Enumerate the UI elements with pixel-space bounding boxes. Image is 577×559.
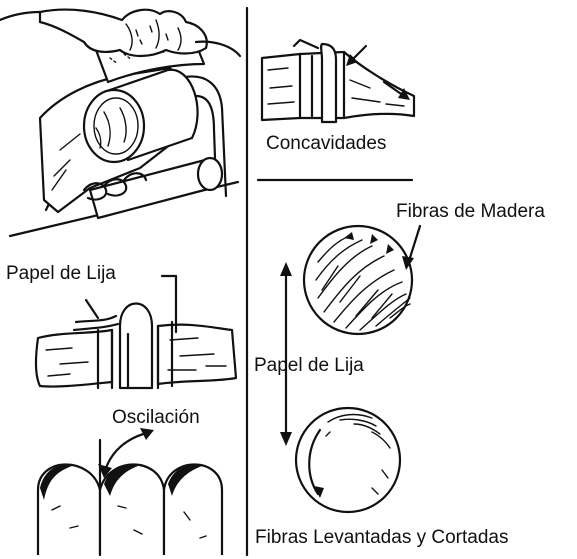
raised-fibers-drawing	[296, 408, 400, 512]
sanding-direction-arrow	[280, 262, 292, 446]
sandpaper-right-label: Papel de Lija	[254, 356, 364, 375]
sandpaper-section-drawing	[36, 276, 236, 388]
oscillation-label: Oscilación	[112, 408, 200, 427]
oscillation-drawing	[38, 428, 222, 555]
drum-sander-drawing	[0, 10, 240, 236]
wood-fibers-drawing	[304, 226, 420, 334]
concavities-label: Concavidades	[266, 134, 386, 153]
sandpaper-left-label: Papel de Lija	[6, 264, 116, 283]
raised-cut-fibers-label: Fibras Levantadas y Cortadas	[255, 528, 508, 547]
concavities-drawing	[262, 40, 414, 122]
wood-fibers-label: Fibras de Madera	[396, 202, 545, 221]
